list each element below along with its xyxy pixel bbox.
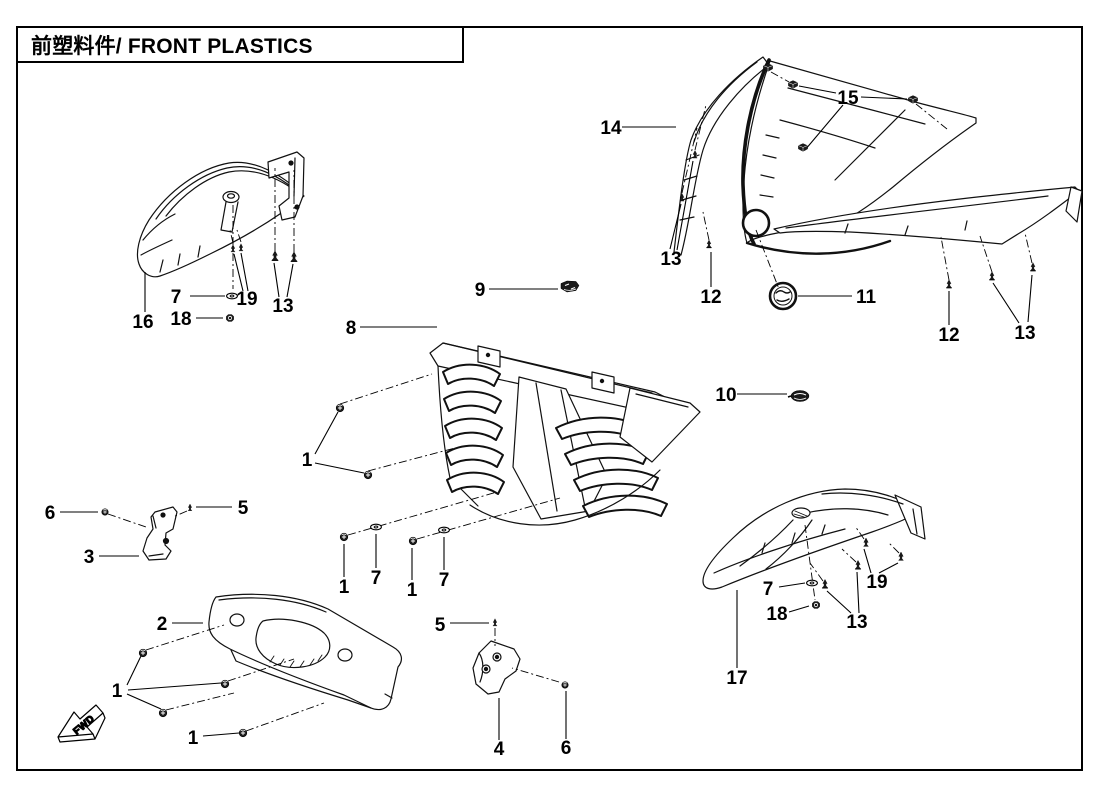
part-front-nose-panel — [673, 56, 1083, 256]
callout-19: 19 — [866, 572, 887, 593]
part-emblem — [768, 281, 798, 311]
callout-17: 17 — [726, 668, 747, 689]
callout-8: 8 — [346, 318, 357, 339]
callout-1: 1 — [339, 577, 350, 598]
screw-icon — [158, 708, 168, 718]
rivet-icon — [1029, 262, 1037, 272]
nut-icon — [812, 601, 820, 609]
rivet-icon — [988, 271, 996, 281]
screw-icon — [101, 508, 109, 516]
callout-11: 11 — [856, 287, 877, 308]
pin-icon — [863, 537, 869, 547]
callout-19: 19 — [236, 289, 257, 310]
callout-4: 4 — [494, 739, 505, 760]
part-front-fender-right — [702, 488, 926, 590]
part-front-grille — [429, 342, 701, 526]
callout-6: 6 — [45, 503, 56, 524]
callout-13: 13 — [846, 612, 867, 633]
part-bracket-left — [142, 506, 178, 561]
nut-icon — [225, 314, 235, 322]
callout-1: 1 — [407, 580, 418, 601]
assembly-axis-lines — [107, 71, 1033, 732]
pin-icon — [187, 503, 193, 511]
part-bracket-center — [472, 640, 521, 695]
clip-icon — [560, 280, 580, 293]
screw-icon — [138, 648, 148, 658]
callout-13: 13 — [1014, 323, 1035, 344]
callout-1: 1 — [188, 728, 199, 749]
rivet-icon — [290, 251, 298, 262]
callout-13: 13 — [272, 296, 293, 317]
callout-7: 7 — [763, 579, 774, 600]
pin-icon — [492, 618, 498, 627]
pin-icon — [230, 244, 236, 253]
callout-6: 6 — [561, 738, 572, 759]
screw-icon — [220, 679, 230, 689]
callout-1: 1 — [302, 450, 313, 471]
callout-15: 15 — [837, 88, 859, 109]
screw-icon — [335, 403, 345, 413]
pin-icon — [898, 551, 904, 561]
callout-7: 7 — [371, 568, 382, 589]
callout-16: 16 — [132, 312, 153, 333]
page-title: 前塑料件/ FRONT PLASTICS — [31, 34, 313, 58]
callout-14: 14 — [600, 118, 622, 139]
callout-7: 7 — [171, 287, 182, 308]
washer-icon — [806, 579, 818, 587]
callout-9: 9 — [475, 280, 486, 301]
callout-7: 7 — [439, 570, 450, 591]
part-front-fender-left — [136, 151, 305, 278]
callout-12: 12 — [938, 325, 959, 346]
washer-icon — [370, 523, 382, 531]
callout-5: 5 — [238, 498, 249, 519]
callout-1: 1 — [112, 681, 123, 702]
callout-5: 5 — [435, 615, 446, 636]
callout-18: 18 — [766, 604, 787, 625]
callout-12: 12 — [700, 287, 721, 308]
pin-icon — [238, 243, 244, 252]
leader-lines — [60, 85, 1033, 740]
callout-10: 10 — [715, 385, 736, 406]
part-lower-front-panel — [208, 593, 403, 711]
rivet-icon — [271, 250, 279, 261]
title-box: 前塑料件/ FRONT PLASTICS — [16, 26, 464, 63]
page-border — [16, 26, 1083, 771]
rivet-icon — [706, 239, 712, 249]
callout-18: 18 — [170, 309, 191, 330]
screw-icon — [363, 470, 373, 480]
callout-13: 13 — [660, 249, 681, 270]
callout-2: 2 — [157, 614, 168, 635]
callout-3: 3 — [84, 547, 95, 568]
washer-icon — [438, 526, 450, 534]
clip-icon — [787, 389, 810, 403]
screw-icon — [561, 681, 569, 689]
screw-icon — [408, 536, 418, 546]
screw-icon — [339, 532, 349, 542]
screw-icon — [238, 728, 248, 738]
fwd-arrow: FWD — [57, 704, 106, 743]
rivet-icon — [945, 279, 953, 289]
